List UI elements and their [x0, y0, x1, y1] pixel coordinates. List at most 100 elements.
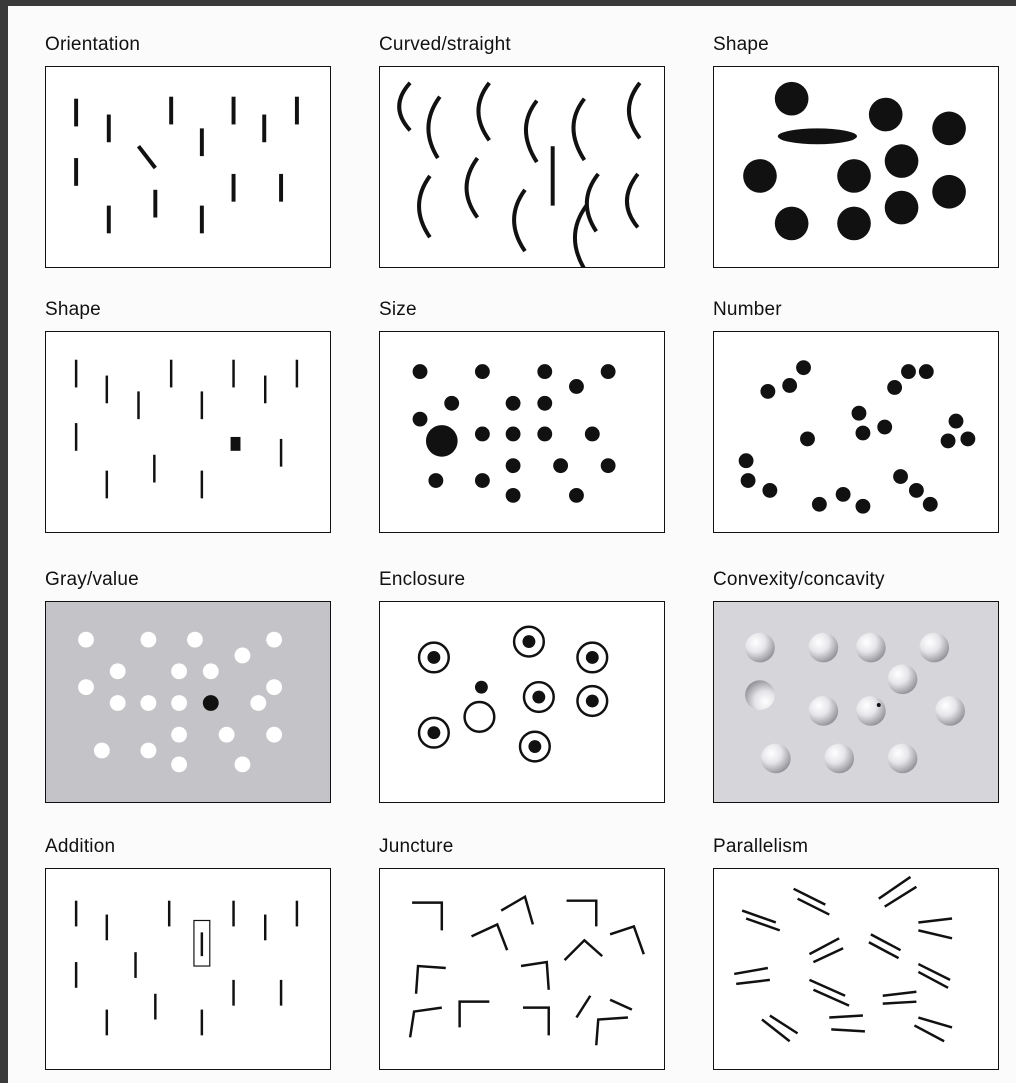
dot	[537, 396, 552, 411]
concave-sphere-target	[745, 680, 775, 710]
dot	[506, 488, 521, 503]
corner-shape	[410, 1008, 442, 1038]
dot-pair	[909, 483, 924, 498]
black-dot-target	[203, 695, 219, 711]
line-pair	[809, 938, 843, 962]
empty-ring-target	[465, 702, 495, 732]
cross-junction-target	[565, 940, 603, 960]
enclosure-diagram	[380, 602, 664, 802]
corner-shape	[521, 962, 549, 990]
enclosed-dot	[586, 695, 599, 708]
shape-square-diagram	[46, 332, 330, 532]
line-pair	[809, 980, 849, 1006]
panel-label: Convexity/concavity	[713, 569, 885, 591]
corner-shape	[472, 924, 508, 950]
dot	[506, 458, 521, 473]
dot-pair	[941, 433, 956, 448]
enclosed-dot	[532, 691, 545, 704]
panel-label: Size	[379, 299, 417, 321]
dot-pair	[893, 469, 908, 484]
dot-pair	[887, 380, 902, 395]
curve-arc	[629, 83, 640, 138]
dot	[506, 427, 521, 442]
number-diagram	[714, 332, 998, 532]
orientation-diagram	[46, 67, 330, 267]
juncture-diagram	[380, 869, 664, 1069]
white-dot	[171, 727, 187, 743]
corner-shape	[610, 926, 644, 954]
white-dot	[140, 695, 156, 711]
white-dot	[219, 727, 235, 743]
panel-label: Shape	[713, 34, 769, 56]
ellipse-target	[778, 128, 857, 144]
convex-sphere	[856, 696, 886, 726]
disc	[869, 98, 903, 132]
dot-pair	[782, 378, 797, 393]
convex-sphere	[888, 744, 918, 774]
dot-pair	[836, 487, 851, 502]
corner-shape	[460, 1002, 490, 1028]
panel-label: Orientation	[45, 34, 140, 56]
dot-single-target	[800, 432, 815, 447]
panel-label: Enclosure	[379, 569, 465, 591]
dot-pair	[762, 483, 777, 498]
enclosed-dot	[427, 726, 440, 739]
disc	[932, 112, 966, 146]
addition-diagram	[46, 869, 330, 1069]
parallelism-diagram	[714, 869, 998, 1069]
dot-pair	[741, 473, 756, 488]
large-dot-target	[426, 425, 458, 457]
sphere-mark	[877, 703, 881, 707]
corner-shape	[416, 966, 446, 994]
curve-arc	[526, 101, 537, 162]
disc	[775, 207, 809, 241]
panel-label: Parallelism	[713, 836, 808, 858]
panel-label: Addition	[45, 836, 115, 858]
white-dot	[94, 743, 110, 759]
curve-arc	[419, 176, 430, 237]
panel-label: Number	[713, 299, 782, 321]
disc	[885, 144, 919, 178]
dot-pair	[852, 406, 867, 421]
convex-sphere	[824, 744, 854, 774]
dot	[413, 412, 428, 427]
convex-sphere	[761, 744, 791, 774]
curve-arc	[478, 83, 489, 140]
corner-shape	[610, 1000, 632, 1010]
curve-arc	[573, 99, 584, 160]
curve-arc	[627, 174, 638, 227]
dot-pair	[760, 384, 775, 399]
white-dot	[266, 679, 282, 695]
white-dot	[140, 743, 156, 759]
dot	[585, 427, 600, 442]
free-dot-target	[475, 681, 488, 694]
curve-arc	[467, 158, 478, 217]
panel-juncture	[379, 868, 665, 1070]
panel-shape-1	[713, 66, 999, 268]
dot-pair	[796, 360, 811, 375]
panel-parallelism	[713, 868, 999, 1070]
dot-pair	[739, 453, 754, 468]
disc	[775, 82, 809, 116]
dot-pair	[812, 497, 827, 512]
dot	[569, 379, 584, 394]
dot-pair	[919, 364, 934, 379]
convex-sphere	[856, 633, 886, 663]
convex-sphere	[919, 633, 949, 663]
dot	[537, 364, 552, 379]
gray-value-diagram	[46, 602, 330, 802]
white-dot	[203, 663, 219, 679]
panel-number	[713, 331, 999, 533]
panel-label: Shape	[45, 299, 101, 321]
line-pair	[883, 992, 917, 1004]
white-dot	[266, 632, 282, 648]
white-dot	[78, 632, 94, 648]
line-pair	[794, 889, 830, 915]
disc	[885, 191, 919, 225]
corner-shape	[523, 1008, 549, 1036]
square-target	[231, 437, 241, 451]
panel-orientation	[45, 66, 331, 268]
convex-sphere	[888, 664, 918, 694]
panel-label: Curved/straight	[379, 34, 511, 56]
dot	[413, 364, 428, 379]
